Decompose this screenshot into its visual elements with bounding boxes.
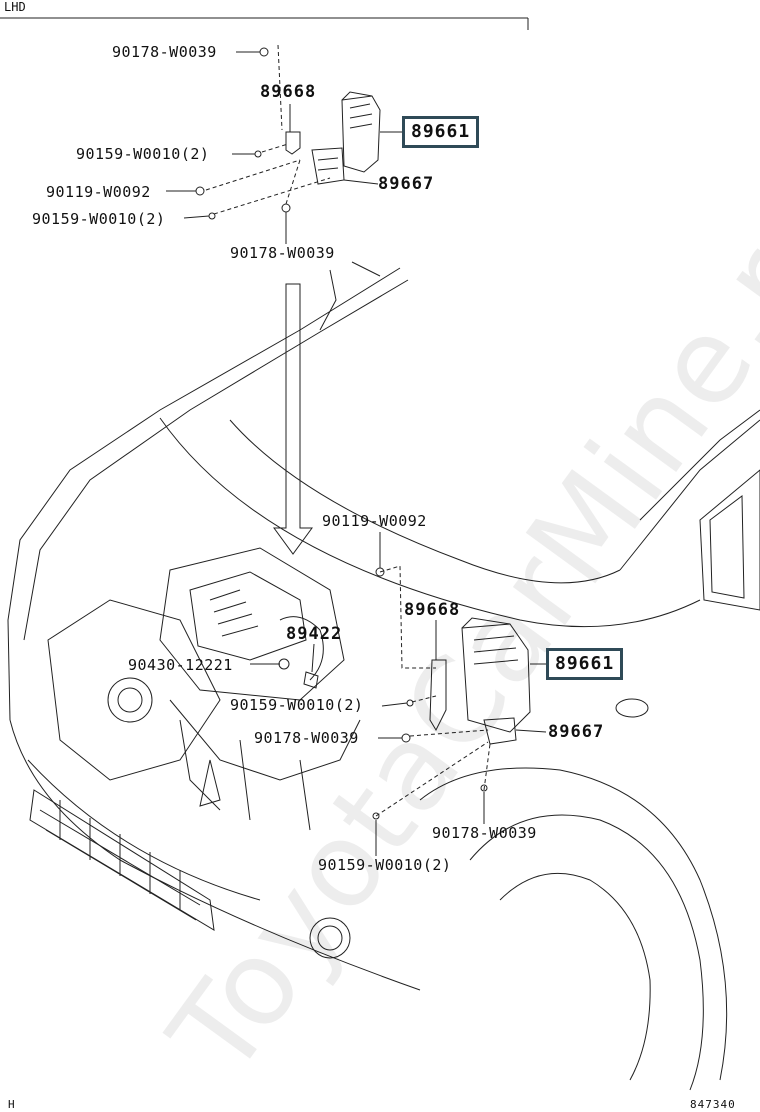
bracket-89668-top	[285, 131, 301, 155]
down-arrow	[273, 283, 313, 555]
part-label[interactable]: 90119-W0092	[46, 183, 151, 201]
part-label[interactable]: 90159-W0010(2)	[32, 210, 166, 228]
ecu-part-highlight[interactable]: 89661	[546, 648, 624, 680]
part-label[interactable]: 89667	[548, 722, 605, 742]
part-label[interactable]: 90159-W0010(2)	[76, 145, 210, 163]
bolt-icon	[195, 186, 205, 196]
bolt-icon	[406, 699, 414, 707]
part-label[interactable]: 89668	[260, 82, 317, 102]
part-label[interactable]: 90178-W0039	[432, 824, 537, 842]
part-label[interactable]: 90159-W0010(2)	[318, 856, 452, 874]
footer-code: H	[8, 1098, 15, 1111]
nut-icon	[259, 47, 269, 57]
ecu-module-top	[341, 95, 381, 173]
part-label[interactable]: 90430-12221	[128, 656, 233, 674]
bolt-icon	[254, 150, 262, 158]
ecu-part-highlight[interactable]: 89661	[402, 116, 480, 148]
vehicle-drawing	[7, 261, 760, 1091]
nut-icon	[281, 203, 291, 213]
bracket-89667-main	[483, 717, 517, 745]
top-detail-drawing	[166, 44, 402, 244]
bracket-89668-main	[429, 659, 447, 732]
part-label[interactable]: 89668	[404, 600, 461, 620]
bolt-icon	[372, 812, 380, 820]
part-label[interactable]: 90119-W0092	[322, 512, 427, 530]
knock-sensor-icon	[303, 671, 319, 689]
part-label[interactable]: 89422	[286, 624, 343, 644]
region-label: LHD	[4, 0, 26, 14]
part-label[interactable]: 90178-W0039	[230, 244, 335, 262]
part-label[interactable]: 89667	[378, 174, 435, 194]
nut-icon	[401, 733, 411, 743]
part-label[interactable]: 90159-W0010(2)	[230, 696, 364, 714]
part-label[interactable]: 90178-W0039	[112, 43, 217, 61]
nut-icon	[480, 784, 488, 792]
sensor-icon	[278, 658, 290, 670]
bolt-icon	[208, 212, 216, 220]
part-label[interactable]: 90178-W0039	[254, 729, 359, 747]
diagram-number: 847340	[690, 1098, 736, 1111]
ecu-module-main	[461, 623, 531, 733]
